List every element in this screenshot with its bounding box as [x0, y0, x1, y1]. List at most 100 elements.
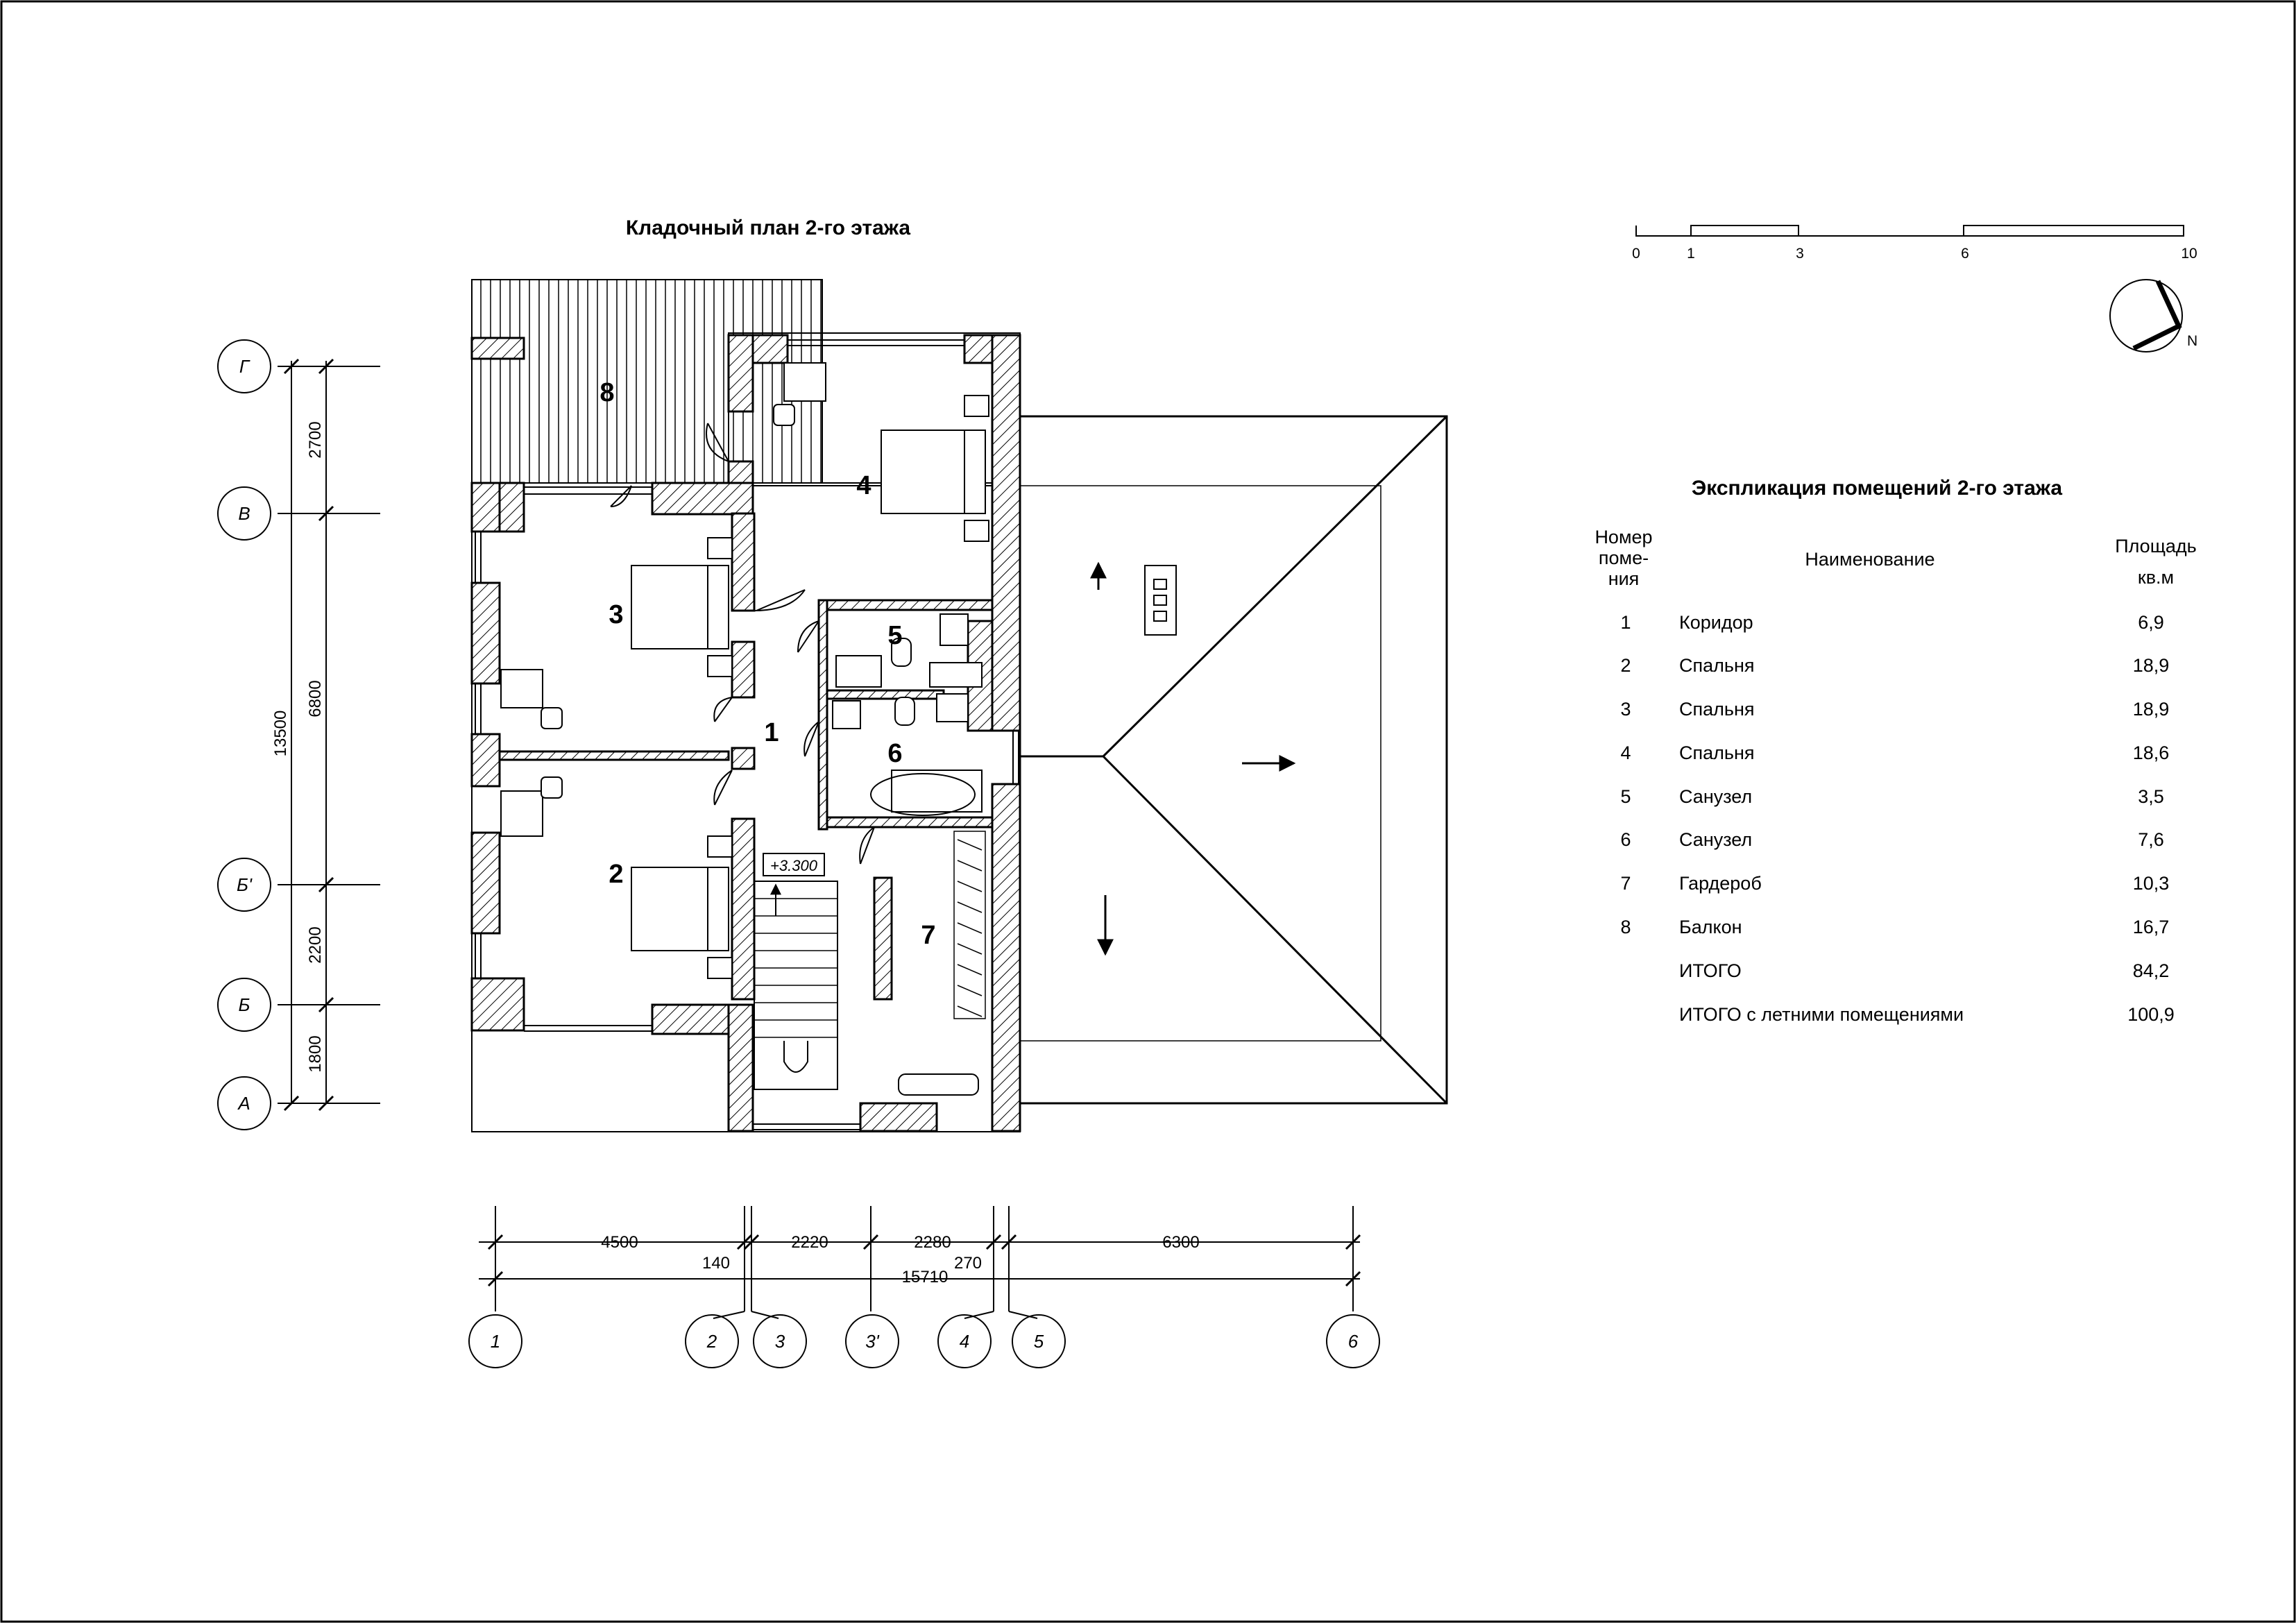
building-plan: +3.300: [470, 279, 1021, 1132]
dim-2700: 2700: [306, 421, 325, 458]
level-mark: +3.300: [770, 857, 818, 874]
table-row: 1 Коридор 6,9: [1620, 612, 2163, 633]
table-row: 4 Спальня 18,6: [1620, 742, 2169, 763]
row-area: 3,5: [2138, 786, 2164, 807]
row-name: Балкон: [1679, 917, 1742, 937]
row-num: 7: [1620, 873, 1631, 894]
scale-bar: 0 1 3 6 10: [1632, 225, 2197, 262]
bed-room-4: [881, 395, 989, 542]
row-area: 7,6: [2138, 829, 2164, 850]
axis-2: 2: [706, 1331, 717, 1352]
row-num: 3: [1620, 699, 1631, 720]
desk-room-3: [500, 669, 563, 729]
bed-room-3: [631, 537, 733, 677]
row-name: Гардероб: [1679, 873, 1762, 894]
axis-bubbles-horizontal: Г В Б' Б А: [217, 339, 271, 1130]
dim-1800: 1800: [306, 1035, 325, 1072]
north-arrow: N: [2109, 279, 2197, 352]
header-area-l2: кв.м: [2138, 567, 2174, 588]
row-area: 18,6: [2133, 742, 2170, 763]
table-row: 6 Санузел 7,6: [1620, 829, 2163, 850]
header-num-l1: Номер: [1595, 527, 1652, 547]
room-number-7: 7: [921, 921, 935, 950]
explication-title: Экспликация помещений 2-го этажа: [1692, 477, 2063, 500]
table-row: 7 Гардероб 10,3: [1620, 873, 2169, 894]
room-number-4: 4: [856, 471, 871, 500]
axis-v: В: [238, 503, 250, 524]
dim-2220: 2220: [791, 1233, 828, 1252]
axis-b: Б: [239, 994, 250, 1015]
axis-3-prime: 3': [865, 1331, 879, 1352]
table-row: 3 Спальня 18,9: [1620, 699, 2169, 720]
dim-6800: 6800: [306, 680, 325, 717]
row-num: 6: [1620, 829, 1631, 850]
north-label: N: [2187, 333, 2197, 349]
row-name: Спальня: [1679, 655, 1755, 676]
row-name: Спальня: [1679, 742, 1755, 763]
total-value: 84,2: [2133, 960, 2170, 981]
header-num-l3: ния: [1608, 568, 1640, 589]
row-area: 10,3: [2133, 873, 2170, 894]
scale-label-3: 3: [1796, 246, 1804, 262]
axis-6: 6: [1348, 1331, 1359, 1352]
room-number-3: 3: [609, 600, 623, 629]
room-number-1: 1: [764, 718, 779, 747]
row-area: 6,9: [2138, 612, 2164, 633]
room-number-5: 5: [887, 621, 902, 650]
scale-label-10: 10: [2181, 246, 2197, 262]
staircase: +3.300: [754, 853, 838, 1090]
chimney: [1144, 565, 1177, 636]
total-summer-label: ИТОГО с летними помещениями: [1679, 1004, 1964, 1025]
row-num: 8: [1620, 917, 1631, 937]
total-summer-value: 100,9: [2127, 1004, 2175, 1025]
row-area: 16,7: [2133, 917, 2170, 937]
dim-4500: 4500: [601, 1233, 638, 1252]
row-num: 4: [1620, 742, 1631, 763]
row-name: Коридор: [1679, 612, 1753, 633]
axis-a: А: [237, 1093, 250, 1114]
axis-bubbles-vertical: 1 2 3 3' 4 5 6: [468, 1311, 1380, 1368]
balcony-area: [471, 279, 823, 484]
header-area-l1: Площадь: [2115, 536, 2197, 556]
scale-label-0: 0: [1632, 246, 1640, 262]
dim-6300: 6300: [1162, 1233, 1199, 1252]
room-number-8: 8: [599, 378, 614, 407]
axis-4: 4: [960, 1331, 969, 1352]
total-label: ИТОГО: [1679, 960, 1742, 981]
header-num-l2: поме-: [1599, 547, 1649, 568]
row-num: 1: [1620, 612, 1631, 633]
scale-label-6: 6: [1961, 246, 1969, 262]
row-area: 18,9: [2133, 655, 2170, 676]
dim-270: 270: [954, 1254, 982, 1273]
roof-plan: [1019, 415, 1448, 1105]
dim-2200: 2200: [306, 926, 325, 963]
header-name: Наименование: [1805, 549, 1934, 570]
bed-room-2: [631, 835, 733, 979]
row-area: 18,9: [2133, 699, 2170, 720]
axis-1: 1: [491, 1331, 500, 1352]
dim-total-horizontal: 15710: [902, 1268, 949, 1286]
axis-b-prime: Б': [237, 874, 253, 895]
left-dimension-chain: 13500 2700 6800 2200 1800: [271, 358, 380, 1112]
table-row: 5 Санузел 3,5: [1620, 786, 2163, 807]
scale-label-1: 1: [1687, 246, 1695, 262]
bath-fixtures: [832, 613, 983, 816]
bottom-dimension-chain: 4500 2220 2280 6300 140 270 15710: [479, 1206, 1361, 1311]
dim-2280: 2280: [914, 1233, 951, 1252]
desk-room-4: [773, 362, 826, 426]
desk-room-2: [500, 776, 563, 837]
row-num: 5: [1620, 786, 1631, 807]
axis-g: Г: [239, 356, 250, 377]
table-row: 8 Балкон 16,7: [1620, 917, 2169, 937]
row-num: 2: [1620, 655, 1631, 676]
wardrobe-rails: [898, 831, 986, 1096]
room-number-6: 6: [887, 739, 902, 768]
table-row: 2 Спальня 18,9: [1620, 655, 2169, 676]
dim-140: 140: [702, 1254, 730, 1273]
axis-3: 3: [775, 1331, 785, 1352]
axis-5: 5: [1034, 1331, 1044, 1352]
row-name: Спальня: [1679, 699, 1755, 720]
dim-total-vertical: 13500: [271, 711, 290, 757]
